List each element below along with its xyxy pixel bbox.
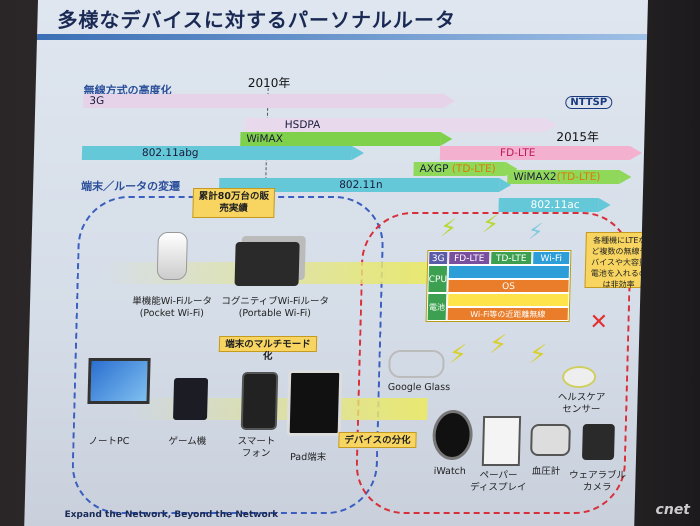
band-fdlte: FD-LTE (439, 146, 631, 160)
signal-bolt-icon: ⚡ (481, 210, 500, 238)
stack-fdlte: FD-LTE (448, 251, 491, 265)
label-health-1: ヘルスケア (557, 392, 606, 403)
callout-diversify: デバイスの分化 (338, 432, 417, 448)
stack-empty (446, 293, 570, 307)
label-iwatch: iWatch (433, 466, 467, 477)
smartphone-device (240, 372, 279, 430)
label-paper-1: ペーパー (479, 470, 518, 481)
label-camera-2: カメラ (582, 482, 612, 493)
notepc-device (87, 358, 151, 404)
callout-multimode: 端末のマルチモード化 (218, 336, 318, 362)
glass-device (388, 350, 445, 378)
band-3g: 3G (83, 94, 444, 108)
device-stack: 3G FD-LTE TD-LTE Wi-Fi CPU OS 電池 Wi-Fi等の… (425, 250, 572, 322)
slide: 多様なデバイスに対するパーソナルルータ 無線方式の高度化 2010年 2015年… (24, 0, 649, 526)
company-logo: NTTSP (565, 96, 613, 109)
signal-bolt-icon: ⚡ (488, 330, 508, 360)
stack-cpu: CPU (427, 265, 449, 293)
pad-device (286, 370, 343, 436)
band-wimax2: WiMAX2(TD-LTE) (507, 170, 620, 184)
callout-sales: 累計80万台の販売実績 (192, 188, 276, 218)
label-paper: ペーパー ディスプレイ (469, 470, 528, 494)
band-hsdpa: HSDPA (244, 118, 545, 132)
year-2015: 2015年 (556, 130, 600, 144)
cross-icon: ✕ (589, 310, 609, 335)
signal-bolt-icon: ⚡ (448, 340, 468, 370)
slide-footer: Expand the Network, Beyond the Network (64, 510, 279, 520)
game-device (173, 378, 209, 420)
title-underline (36, 34, 648, 40)
label-smartphone-2: フォン (241, 448, 271, 459)
band-wimax: WiMAX (240, 132, 441, 146)
portable-wifi-device (234, 242, 300, 286)
device-region-current (70, 196, 385, 514)
label-camera: ウェアラブル カメラ (567, 470, 628, 494)
label-smartphone: スマート フォン (230, 436, 283, 460)
stack-blank (447, 265, 571, 279)
axgp-label: AXGP (419, 163, 449, 175)
label-smartphone-1: スマート (237, 436, 276, 447)
stack-wifi: Wi-Fi (532, 251, 571, 265)
label-glass: Google Glass (387, 382, 451, 393)
section-router: 端末／ルータの変遷 (80, 180, 181, 193)
wimax2-sub: (TD-LTE) (556, 171, 601, 183)
watermark: cnet (655, 502, 690, 518)
stack-nearfield: Wi-Fi等の近距離無線 (446, 307, 569, 321)
wimax2-label: WiMAX2 (513, 171, 557, 183)
label-paper-2: ディスプレイ (469, 482, 527, 493)
label-notepc: ノートPC (88, 436, 130, 447)
signal-bolt-icon: ⚡ (439, 214, 458, 242)
label-portable: コグニティブWi-Fiルータ (Portable Wi-Fi) (210, 296, 341, 320)
stack-3g: 3G (428, 251, 449, 265)
label-game: ゲーム機 (168, 436, 207, 447)
stack-tdlte: TD-LTE (490, 251, 533, 265)
camera-device (581, 424, 615, 460)
axgp-sub: (TD-LTE) (451, 163, 496, 175)
callout-lte-note: 各種機にLTEなど複数の無線デバイスや大容量電池を入れるのは非効率 (584, 232, 649, 289)
paper-display-device (481, 416, 522, 466)
label-health-2: センサー (562, 404, 601, 415)
signal-bolt-icon: ⚡ (528, 340, 548, 370)
label-health: ヘルスケア センサー (553, 392, 610, 416)
label-portable-2: (Portable Wi-Fi) (238, 308, 312, 319)
label-camera-1: ウェアラブル (568, 470, 627, 481)
pocket-wifi-device (156, 232, 188, 280)
bp-device (530, 424, 571, 456)
stack-battery: 電池 (426, 293, 448, 321)
label-portable-1: コグニティブWi-Fiルータ (221, 296, 330, 307)
slide-title: 多様なデバイスに対するパーソナルルータ (57, 8, 457, 32)
stack-os: OS (447, 279, 570, 293)
band-wifi-ac: 802.11ac (498, 198, 599, 212)
label-bp: 血圧計 (531, 466, 561, 477)
label-pad: Pad端末 (289, 452, 327, 463)
band-wifi-abg: 802.11abg (81, 146, 353, 160)
band-axgp: AXGP (TD-LTE) (413, 162, 506, 176)
signal-bolt-icon: ⚡ (527, 220, 544, 245)
